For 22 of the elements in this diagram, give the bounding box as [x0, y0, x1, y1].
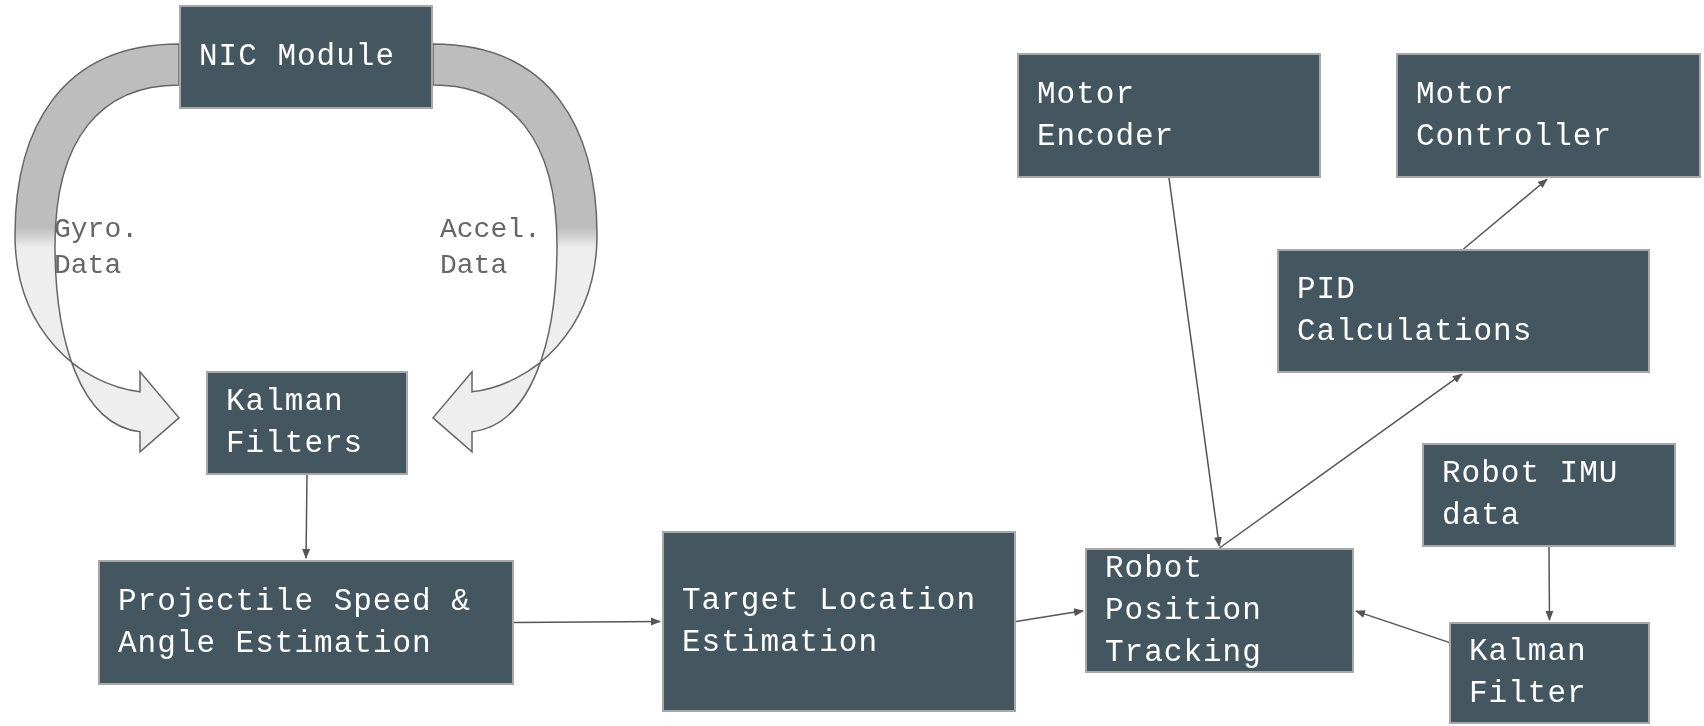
process-box: Target Location Estimation	[662, 531, 1016, 712]
process-box: Kalman Filters	[206, 371, 408, 475]
arrow	[1218, 373, 1463, 549]
arrow	[1015, 608, 1084, 623]
process-box: Motor Encoder	[1017, 53, 1321, 178]
arrow	[513, 617, 661, 626]
curved-block-arrow	[14, 43, 180, 453]
arrow	[1354, 610, 1450, 644]
process-box: Motor Controller	[1396, 53, 1701, 178]
edge-label: Gyro. Data	[54, 213, 139, 283]
process-box: Projectile Speed & Angle Estimation	[98, 560, 514, 685]
process-box: NIC Module	[179, 5, 433, 109]
arrow	[1168, 177, 1222, 547]
arrow	[302, 474, 311, 559]
edge-label: Accel. Data	[440, 213, 542, 283]
process-box: Robot Position Tracking	[1085, 548, 1354, 673]
arrow	[1545, 546, 1554, 621]
process-box: Robot IMU data	[1422, 443, 1676, 547]
process-box: Kalman Filter	[1449, 622, 1650, 724]
process-box: PID Calculations	[1277, 249, 1650, 373]
curved-block-arrow	[432, 43, 598, 453]
arrow	[1462, 178, 1548, 250]
